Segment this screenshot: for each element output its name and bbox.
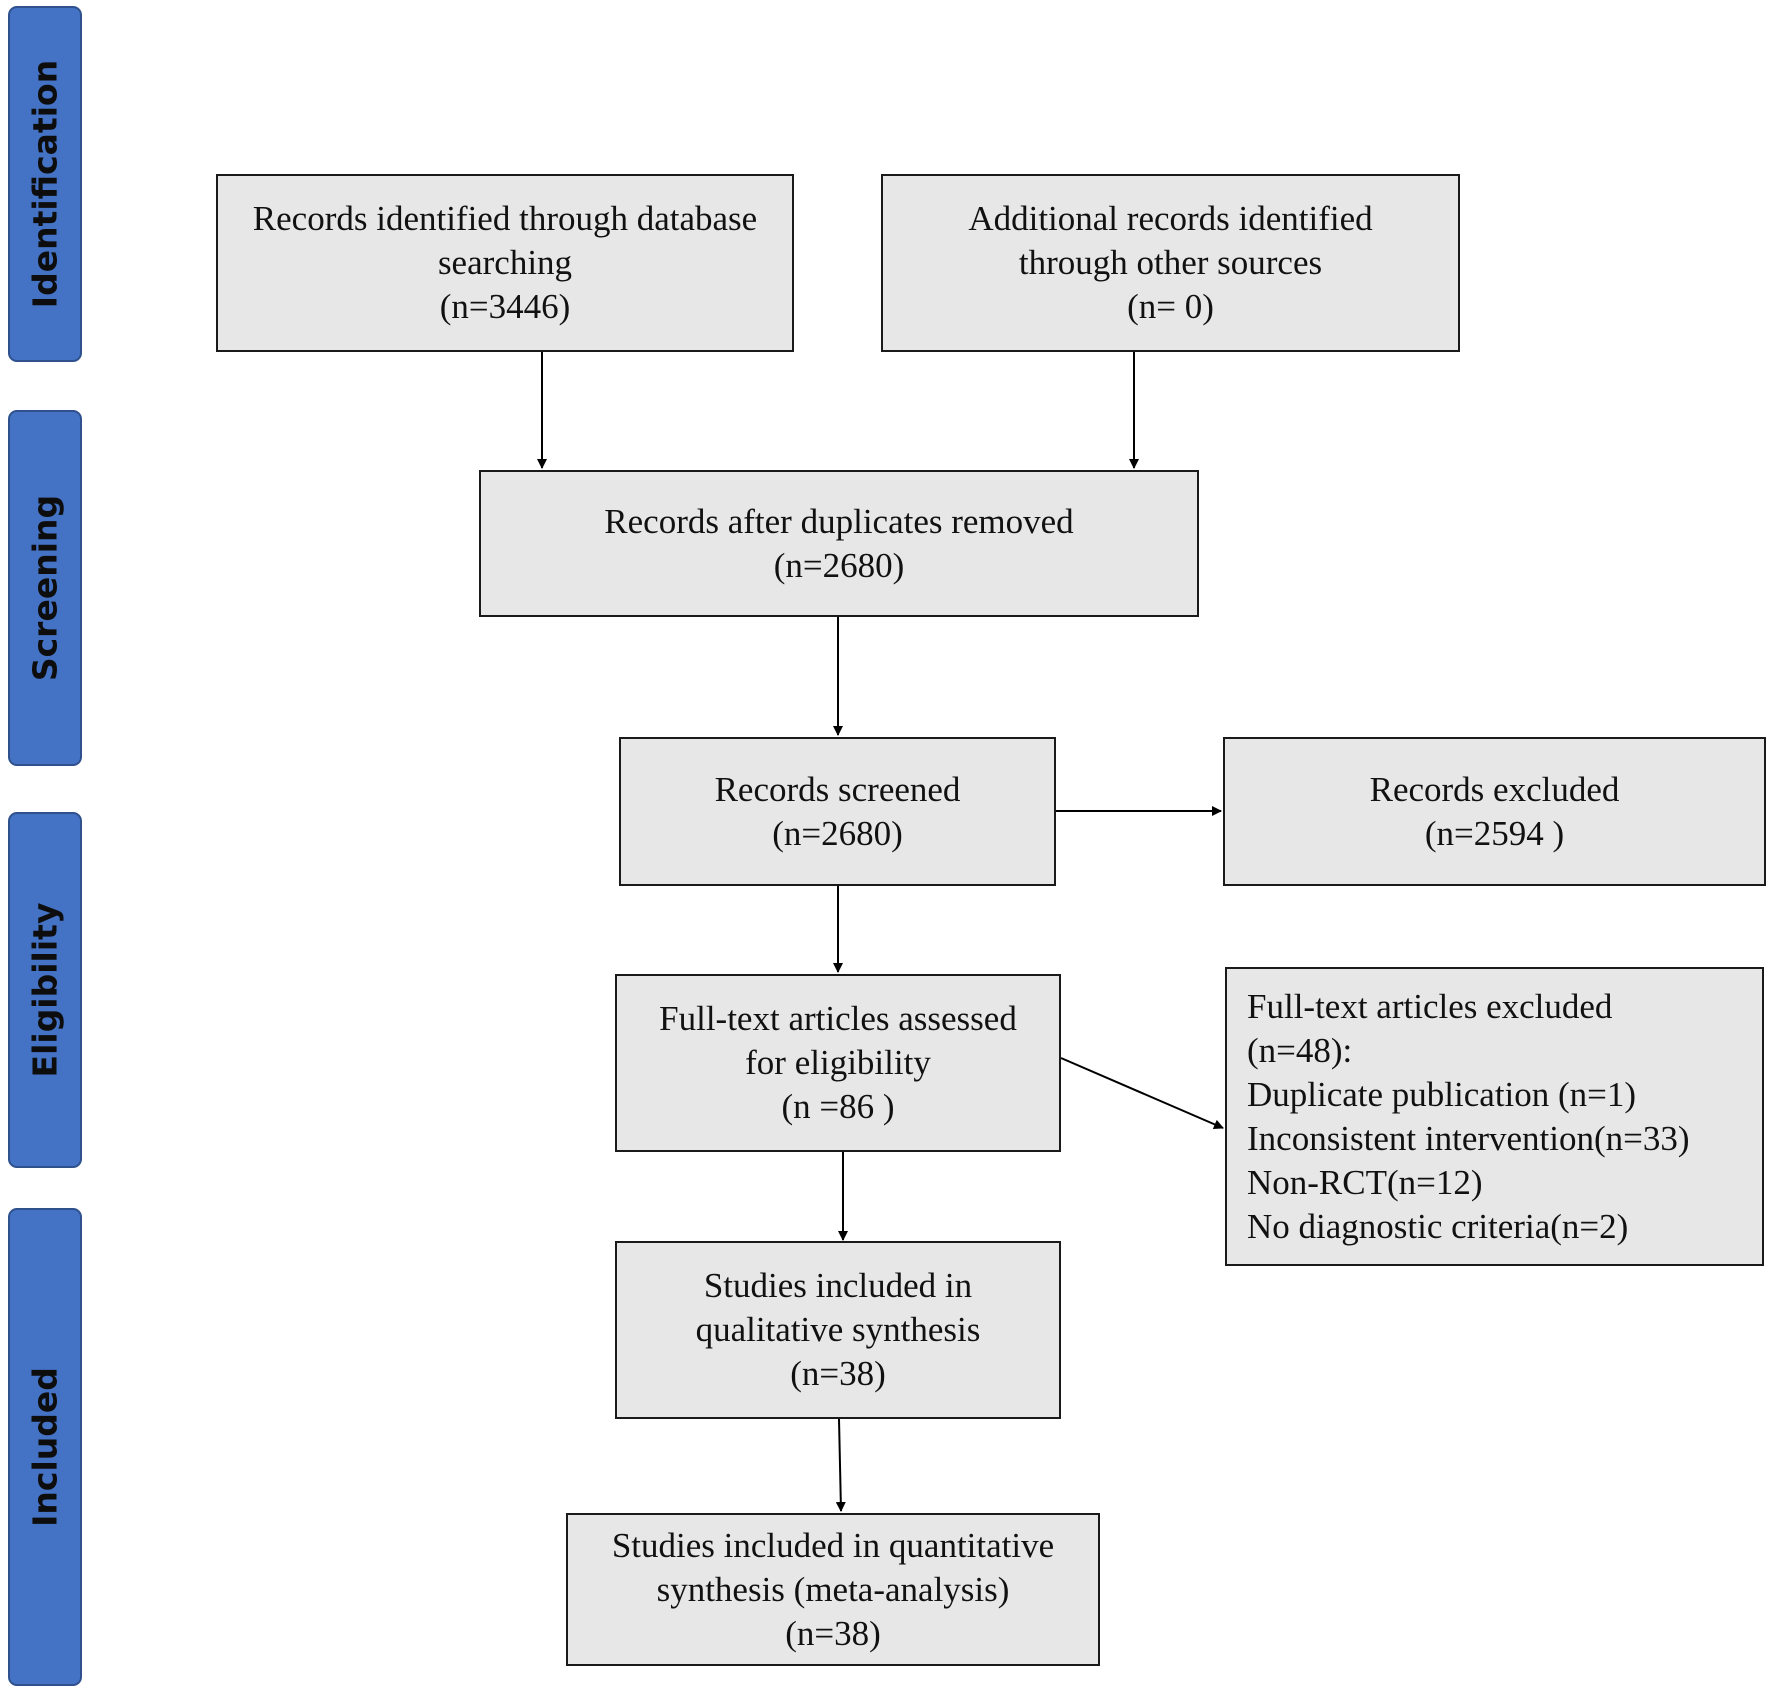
database-records-text: Records identified through database bbox=[252, 199, 758, 238]
exclusion-reason: Non-RCT(n=12) bbox=[1247, 1162, 1483, 1202]
fulltext-assessed-text: Full-text articles assessed bbox=[659, 999, 1017, 1038]
records-excluded-count: (n=2594 ) bbox=[1424, 813, 1565, 853]
arrow-qualitative-to-quantitative bbox=[835, 1418, 846, 1512]
box-duplicates-removed: Records after duplicates removed (n=2680… bbox=[479, 470, 1199, 617]
fulltext-assessed-text-2: for eligibility bbox=[745, 1043, 931, 1082]
phase-included: Included bbox=[8, 1208, 82, 1686]
box-fulltext-excluded: Full-text articles excluded (n=48): Dupl… bbox=[1225, 967, 1764, 1266]
records-excluded-text: Records excluded bbox=[1369, 769, 1620, 809]
box-database-records: Records identified through database sear… bbox=[216, 174, 794, 352]
exclusion-reason: No diagnostic criteria(n=2) bbox=[1247, 1206, 1629, 1246]
duplicates-removed-count: (n=2680) bbox=[773, 545, 905, 585]
fulltext-assessed-count: (n =86 ) bbox=[781, 1087, 895, 1126]
box-other-sources: Additional records identified through ot… bbox=[881, 174, 1460, 352]
qualitative-synthesis-text: Studies included in bbox=[703, 1266, 973, 1305]
duplicates-removed-text: Records after duplicates removed bbox=[604, 501, 1074, 541]
arrow-fulltext-to-excluded bbox=[1060, 1057, 1224, 1130]
fulltext-excluded-text: Full-text articles excluded bbox=[1247, 986, 1613, 1026]
qualitative-synthesis-count: (n=38) bbox=[790, 1354, 886, 1393]
quantitative-synthesis-text-2: synthesis (meta-analysis) bbox=[656, 1569, 1010, 1609]
exclusion-reason: Duplicate publication (n=1) bbox=[1247, 1074, 1637, 1114]
database-records-count: (n=3446) bbox=[439, 287, 571, 326]
records-screened-count: (n=2680) bbox=[772, 813, 903, 853]
phase-identification: Identification bbox=[8, 6, 82, 362]
quantitative-synthesis-text: Studies included in quantitative bbox=[611, 1525, 1055, 1565]
qualitative-synthesis-text-2: qualitative synthesis bbox=[695, 1310, 981, 1349]
box-records-screened: Records screened (n=2680) bbox=[619, 737, 1056, 886]
box-qualitative-synthesis: Studies included in qualitative synthesi… bbox=[615, 1241, 1061, 1419]
box-fulltext-assessed: Full-text articles assessed for eligibil… bbox=[615, 974, 1061, 1152]
database-records-text-2: searching bbox=[437, 243, 573, 282]
box-quantitative-synthesis: Studies included in quantitative synthes… bbox=[566, 1513, 1100, 1666]
exclusion-reason: Inconsistent intervention(n=33) bbox=[1247, 1118, 1690, 1158]
fulltext-excluded-count: (n=48): bbox=[1247, 1030, 1353, 1070]
other-sources-text-2: through other sources bbox=[1018, 243, 1323, 282]
other-sources-count: (n= 0) bbox=[1127, 287, 1214, 326]
other-sources-text: Additional records identified bbox=[968, 199, 1373, 238]
records-screened-text: Records screened bbox=[714, 769, 961, 809]
box-records-excluded: Records excluded (n=2594 ) bbox=[1223, 737, 1766, 886]
phase-screening: Screening bbox=[8, 410, 82, 766]
phase-eligibility: Eligibility bbox=[8, 812, 82, 1168]
quantitative-synthesis-count: (n=38) bbox=[785, 1613, 881, 1653]
